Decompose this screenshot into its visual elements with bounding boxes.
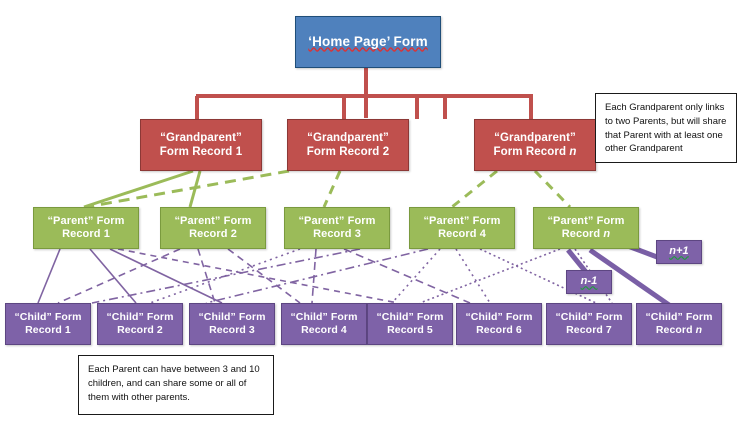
tag-n-plus-1-label: n+1	[669, 245, 689, 258]
child-4-line2: Record 4	[301, 324, 347, 336]
home-page-form-node[interactable]: ‘Home Page’ Form	[295, 16, 441, 68]
parent-node-2[interactable]: “Parent” Form Record 2	[160, 207, 266, 249]
child-5-line2: Record 5	[387, 324, 433, 336]
home-page-form-label: ‘Home Page’ Form	[308, 33, 428, 49]
grandparent-note-text: Each Grandparent only links to two Paren…	[605, 102, 727, 155]
child-node-2[interactable]: “Child” Form Record 2	[97, 303, 183, 345]
grandparent-1-line2: Form Record 1	[159, 146, 243, 158]
child-node-3[interactable]: “Child” Form Record 3	[189, 303, 275, 345]
gpn-to-parent4	[451, 169, 498, 209]
parent-4-line2: Record 4	[438, 228, 486, 240]
parent-3-line2: Record 3	[313, 228, 361, 240]
parent-1-line1: “Parent” Form	[47, 214, 125, 227]
grandparent-note-callout: Each Grandparent only links to two Paren…	[595, 93, 737, 163]
child-1-line1: “Child” Form	[14, 311, 82, 324]
parent-2-line2: Record 2	[189, 228, 237, 240]
gp2-to-parent1	[85, 169, 290, 209]
parent3-to-child2	[149, 248, 301, 304]
grandparent-2-line2: Form Record 2	[306, 146, 390, 158]
parent-n-line1: “Parent” Form	[547, 214, 625, 227]
gp1-to-parent1	[83, 169, 194, 209]
grandparent-1-line1: “Grandparent”	[160, 131, 242, 144]
parent-node-n[interactable]: “Parent” Form Record n	[533, 207, 639, 249]
child-3-line1: “Child” Form	[198, 311, 266, 324]
grandparent-node-1[interactable]: “Grandparent” Form Record 1	[140, 119, 262, 171]
child-4-line1: “Child” Form	[290, 311, 358, 324]
child-node-1[interactable]: “Child” Form Record 1	[5, 303, 91, 345]
grandparent-node-2[interactable]: “Grandparent” Form Record 2	[287, 119, 409, 171]
grandparent-n-line2: Form Record n	[493, 146, 577, 158]
parent-note-callout: Each Parent can have between 3 and 10 ch…	[78, 355, 274, 415]
child-node-6[interactable]: “Child” Form Record 6	[456, 303, 542, 345]
child-n-line1: “Child” Form	[645, 311, 713, 324]
parent3-to-child4	[311, 248, 317, 304]
child-n-line2: Record n	[655, 324, 703, 336]
parent-to-child-connectors	[37, 248, 613, 304]
parent2-to-child1	[57, 248, 181, 304]
child-6-line2: Record 6	[476, 324, 522, 336]
parent1-to-child1	[37, 248, 61, 304]
tag-n-plus-1[interactable]: n+1	[656, 240, 702, 264]
parent2-to-child4	[227, 248, 301, 304]
child-7-line2: Record 7	[566, 324, 612, 336]
child-3-line2: Record 3	[209, 324, 255, 336]
parent-3-line1: “Parent” Form	[298, 214, 376, 227]
child-node-4[interactable]: “Child” Form Record 4	[281, 303, 367, 345]
child-5-line1: “Child” Form	[376, 311, 444, 324]
grandparent-to-parent-connectors	[83, 169, 572, 209]
parent1-to-child5	[117, 248, 399, 304]
grandparent-node-n[interactable]: “Grandparent” Form Record n	[474, 119, 596, 171]
parent1-to-child3	[109, 248, 223, 304]
child-7-line1: “Child” Form	[555, 311, 623, 324]
crossing-wire-left	[91, 248, 361, 304]
parent4-to-child3	[205, 248, 429, 304]
parent-2-line1: “Parent” Form	[174, 214, 252, 227]
gpn-to-parentn	[533, 169, 572, 209]
parent-n-line2: Record n	[561, 228, 611, 240]
home-to-grandparent-connectors	[195, 68, 533, 119]
parent4-to-child5	[391, 248, 441, 304]
gp1-to-parent2	[188, 170, 202, 208]
parent3-to-child6	[343, 248, 471, 304]
child-node-5[interactable]: “Child” Form Record 5	[367, 303, 453, 345]
child-1-line2: Record 1	[25, 324, 71, 336]
grandparent-n-line1: “Grandparent”	[494, 131, 576, 144]
parent1-to-child2	[89, 248, 137, 304]
child-2-line1: “Child” Form	[106, 311, 174, 324]
parentn-to-child5	[419, 248, 561, 304]
tag-n-minus-1-label: n-1	[580, 275, 598, 288]
parent-4-line1: “Parent” Form	[423, 214, 501, 227]
parent-node-3[interactable]: “Parent” Form Record 3	[284, 207, 390, 249]
parent4-to-child6	[455, 248, 491, 304]
gp2-to-parent3	[322, 170, 342, 208]
parent2-to-child3	[197, 248, 216, 304]
child-2-line2: Record 2	[117, 324, 163, 336]
tag-n-minus-1[interactable]: n-1	[566, 270, 612, 294]
parent-node-1[interactable]: “Parent” Form Record 1	[33, 207, 139, 249]
parent-1-line2: Record 1	[62, 228, 110, 240]
child-6-line1: “Child” Form	[465, 311, 533, 324]
parent-node-4[interactable]: “Parent” Form Record 4	[409, 207, 515, 249]
grandparent-2-line1: “Grandparent”	[307, 131, 389, 144]
child-node-n[interactable]: “Child” Form Record n	[636, 303, 722, 345]
parent-note-text: Each Parent can have between 3 and 10 ch…	[88, 364, 260, 403]
child-node-7[interactable]: “Child” Form Record 7	[546, 303, 632, 345]
